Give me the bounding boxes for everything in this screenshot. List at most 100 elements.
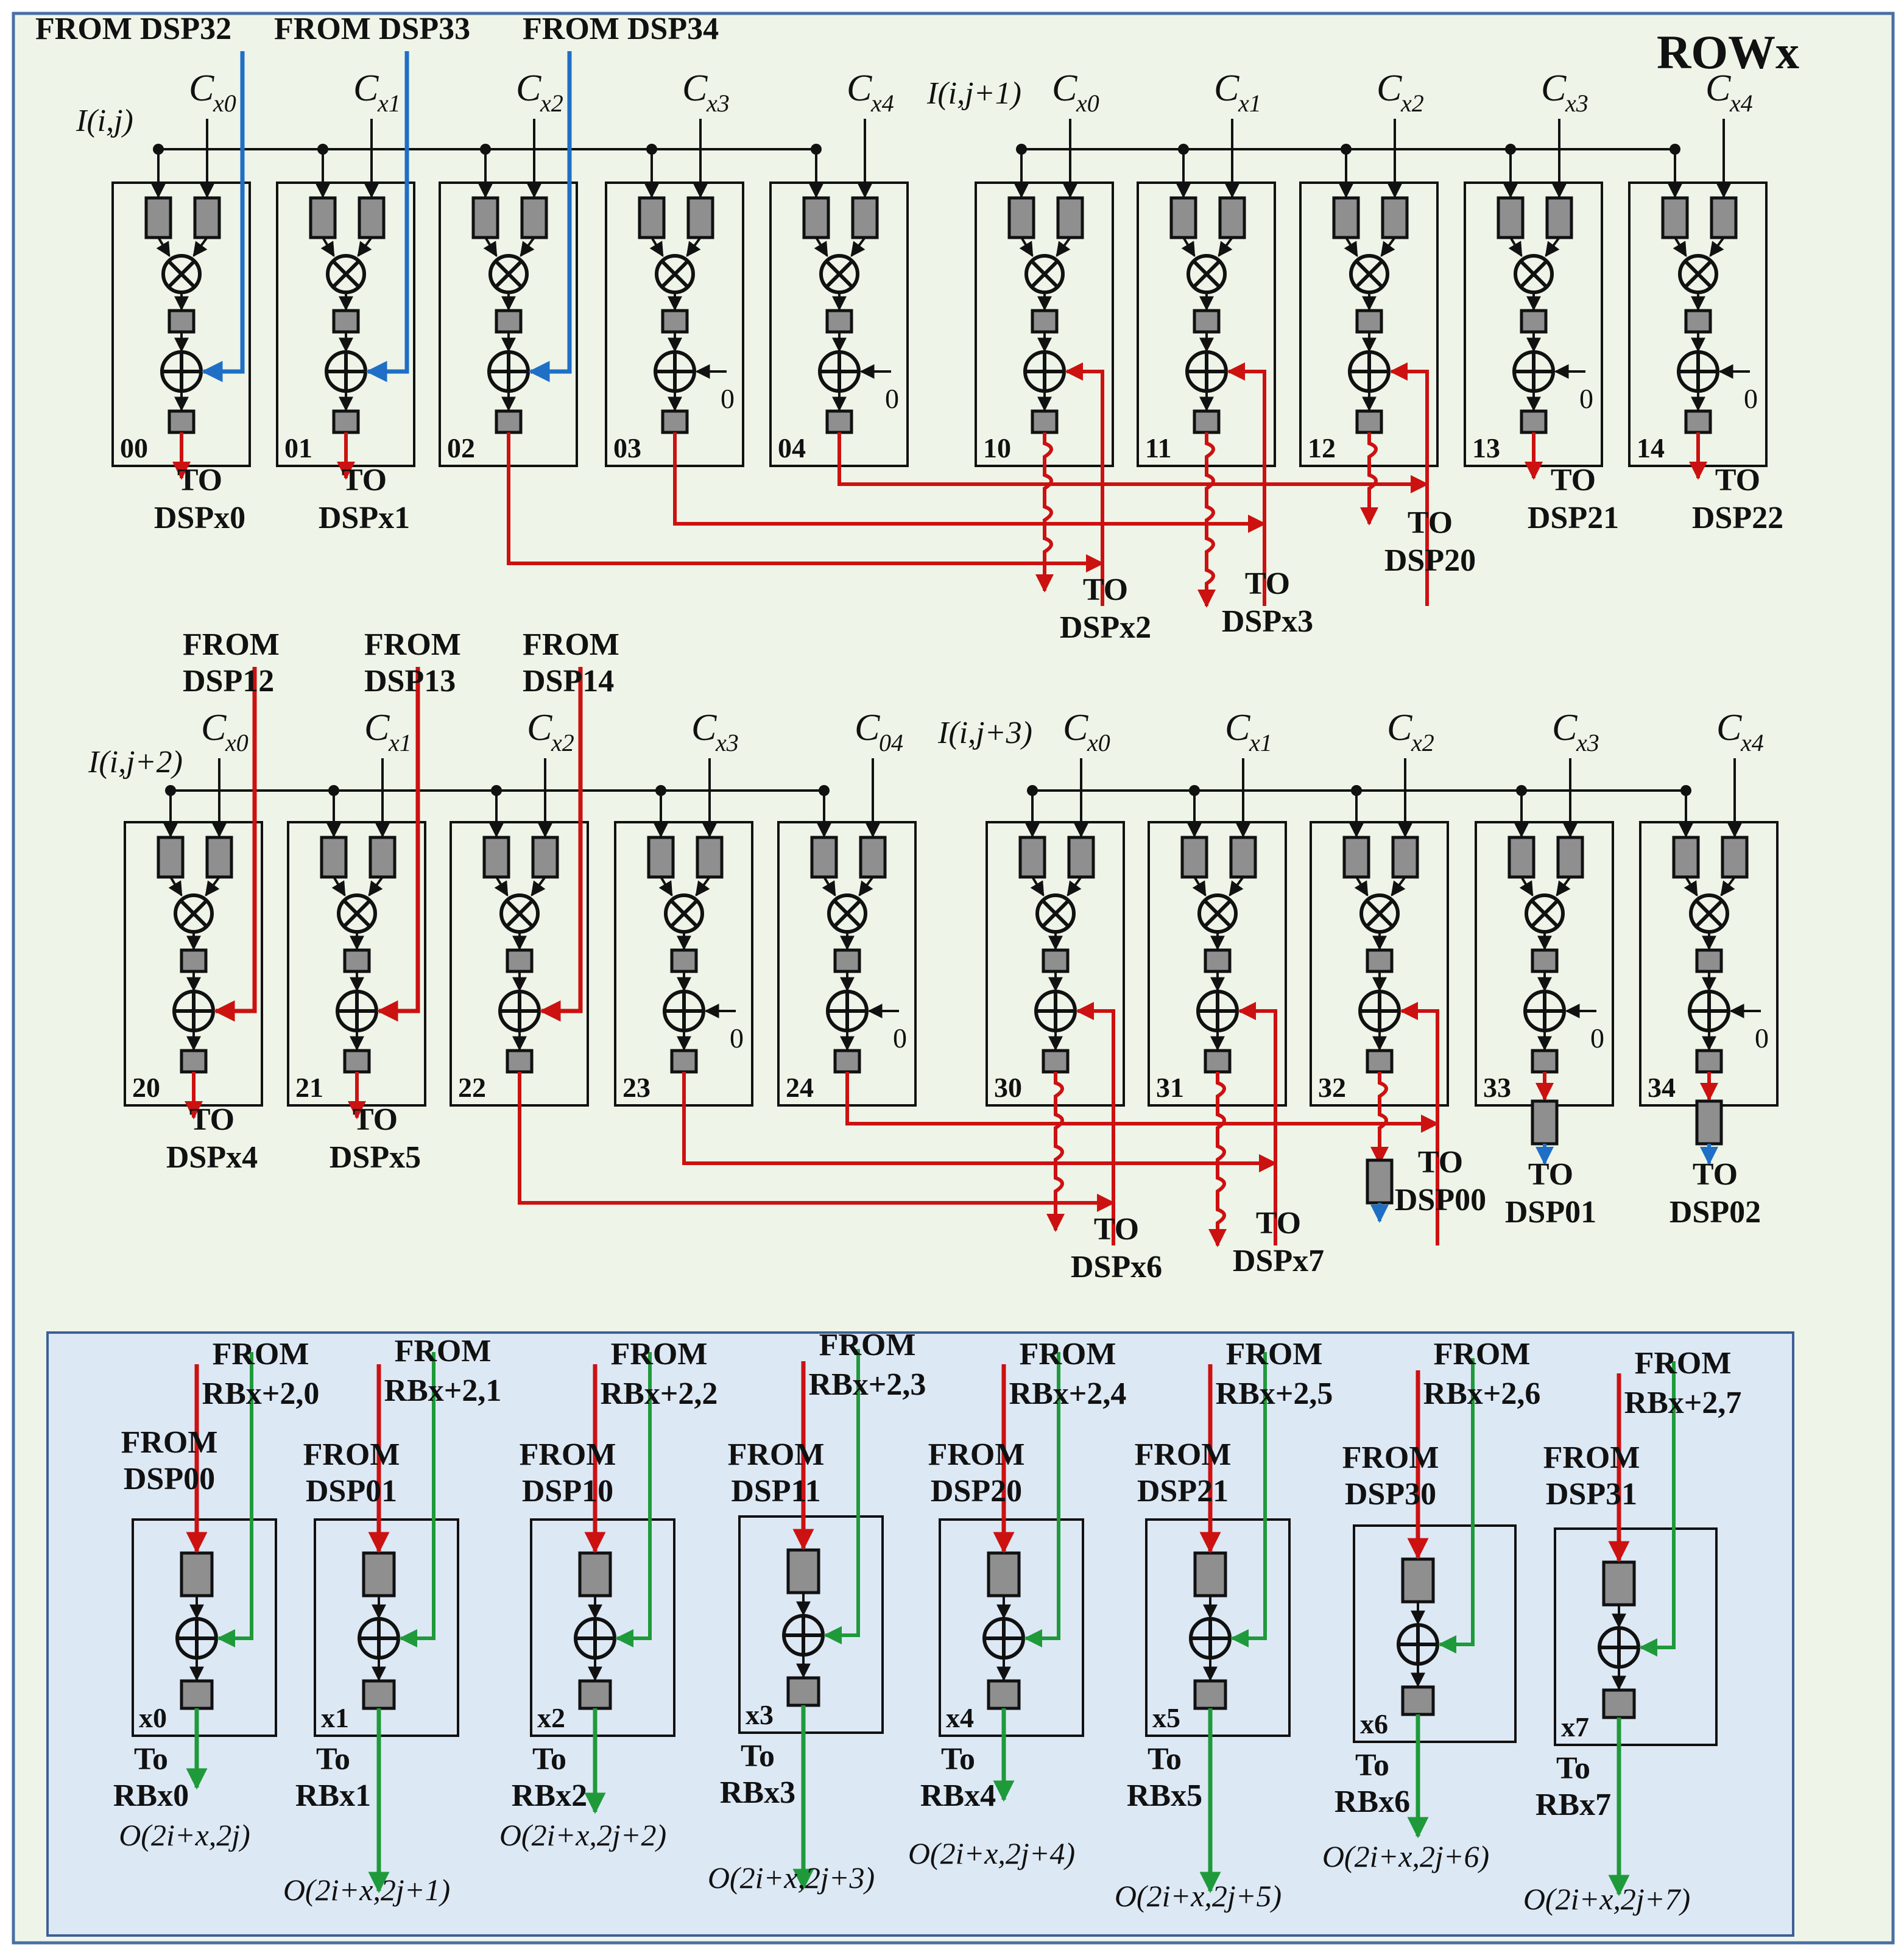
output-label: TO (1094, 1212, 1139, 1247)
to-rb-label: To (134, 1742, 168, 1777)
from-rb-label: RBx+2,2 (601, 1376, 718, 1411)
coef-label: C (1387, 707, 1412, 749)
mult-wire (686, 236, 702, 257)
to-rb-label: RBx4 (920, 1778, 996, 1813)
output-wire (1035, 432, 1054, 593)
from-label: DSP13 (364, 664, 456, 699)
dsp-id: 04 (778, 432, 806, 463)
register-block (1204, 948, 1232, 973)
feedback-wire (1400, 1002, 1439, 1245)
output-label: TO (1083, 572, 1128, 607)
from-rb-wire (1024, 1352, 1060, 1647)
from-label: DSP14 (523, 664, 614, 699)
rb-output-label: O(2i+x,2j+4) (908, 1836, 1075, 1870)
from-rb-label: RBx+2,3 (809, 1367, 926, 1402)
from-feed-wire (376, 667, 420, 1022)
output-wire (1370, 1072, 1389, 1165)
multiplier-cross (1519, 259, 1548, 289)
register-block (670, 948, 698, 973)
rb-id: x0 (139, 1702, 167, 1733)
to-rb-label: RBx6 (1335, 1784, 1410, 1819)
register-block (1180, 836, 1208, 879)
coef-subscript: x2 (1411, 729, 1434, 756)
rb-id: x3 (746, 1699, 774, 1730)
to-rb-label: RBx7 (1536, 1788, 1611, 1822)
from-rb-wire (615, 1352, 652, 1647)
dsp-id: 11 (1145, 432, 1171, 463)
rb-output-label: O(2i+x,2j+3) (708, 1861, 875, 1895)
register-block (1520, 309, 1548, 334)
multiplier-cross (1192, 259, 1221, 289)
register-block (495, 409, 523, 434)
zero-label: 0 (1590, 1023, 1604, 1054)
output-label: DSP22 (1692, 501, 1783, 535)
from-rb-label: RBx+2,4 (1009, 1376, 1127, 1411)
output-label: DSP01 (1505, 1195, 1596, 1230)
from-rb-wire (1639, 1361, 1676, 1657)
dsp-id: 00 (120, 432, 148, 463)
coef-label: C (1552, 707, 1578, 749)
coef-label: C (1214, 68, 1239, 109)
multiplier-cross (331, 259, 361, 289)
feedback-wire (1389, 362, 1429, 606)
register-block (506, 1049, 534, 1074)
zero-label: 0 (730, 1023, 744, 1054)
zero-label: 0 (1755, 1023, 1769, 1054)
output-label: DSPx2 (1060, 610, 1151, 645)
mult-wire (1354, 876, 1369, 897)
dsp-id: 30 (994, 1072, 1022, 1103)
multiplier-cross (833, 899, 862, 928)
coef-label: C (1541, 68, 1567, 109)
register-block (638, 196, 666, 239)
register-block (1401, 1685, 1435, 1716)
from-label: FROM (183, 627, 280, 662)
from-dsp-label: DSP21 (1137, 1474, 1229, 1509)
output-label: TO (1408, 505, 1453, 540)
register-block (833, 948, 861, 973)
register-block (1695, 1099, 1723, 1146)
rb-id: x6 (1360, 1708, 1388, 1739)
register-block (1067, 836, 1095, 879)
register-block (661, 309, 689, 334)
mult-wire (1556, 876, 1571, 896)
register-block (1193, 309, 1221, 334)
input-label: I(i,j) (76, 104, 133, 138)
from-rb-label: FROM (1635, 1346, 1732, 1381)
from-dsp-label: FROM (121, 1425, 218, 1460)
register-block (1710, 196, 1738, 239)
from-dsp-label: FROM (1135, 1437, 1232, 1472)
coef-label: C (527, 707, 552, 749)
output-label: DSP21 (1528, 501, 1619, 535)
rb-unit-frame (314, 1518, 459, 1737)
register-block (180, 1049, 208, 1074)
dsp-row-0: I(i,j)I(i,j+1)Cx000Cx101Cx202Cx3030Cx404… (35, 12, 1783, 645)
register-block (193, 196, 221, 239)
register-block (1507, 836, 1536, 879)
rb-output-label: O(2i+x,2j+5) (1115, 1879, 1282, 1913)
from-feed-wire (201, 51, 245, 382)
register-block (1684, 409, 1712, 434)
register-block (520, 196, 548, 239)
register-block (1684, 309, 1712, 334)
register-block (1391, 836, 1419, 879)
mult-wire (1391, 876, 1406, 896)
coef-subscript: x1 (1249, 729, 1272, 756)
routed-wire (507, 432, 1104, 572)
register-block (471, 196, 499, 239)
from-dsp-label: DSP31 (1546, 1477, 1637, 1512)
dsp-id: 33 (1483, 1072, 1511, 1103)
register-block (1342, 836, 1370, 879)
to-rb-label: To (1355, 1748, 1389, 1783)
multiplier-cross (1030, 259, 1059, 289)
coef-subscript: x1 (377, 90, 401, 117)
multiplier-cross (1530, 899, 1559, 928)
